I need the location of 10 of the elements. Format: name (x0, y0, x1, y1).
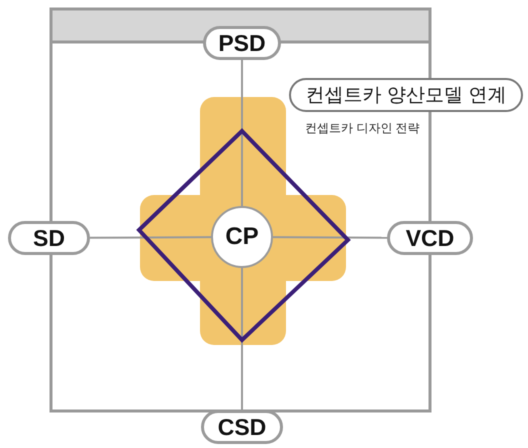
label-pill: PSD (203, 26, 281, 60)
connector-line (90, 236, 211, 239)
label-pill: VCD (387, 221, 473, 255)
connector-line (241, 268, 243, 410)
label-pill: 컨셉트카 양산모델 연계 (289, 78, 523, 112)
connector-line (241, 60, 243, 206)
caption-text: 컨셉트카 디자인 전략 (305, 120, 420, 137)
connector-line (273, 236, 387, 239)
label-pill: CSD (201, 410, 283, 444)
label-pill: SD (8, 221, 90, 255)
